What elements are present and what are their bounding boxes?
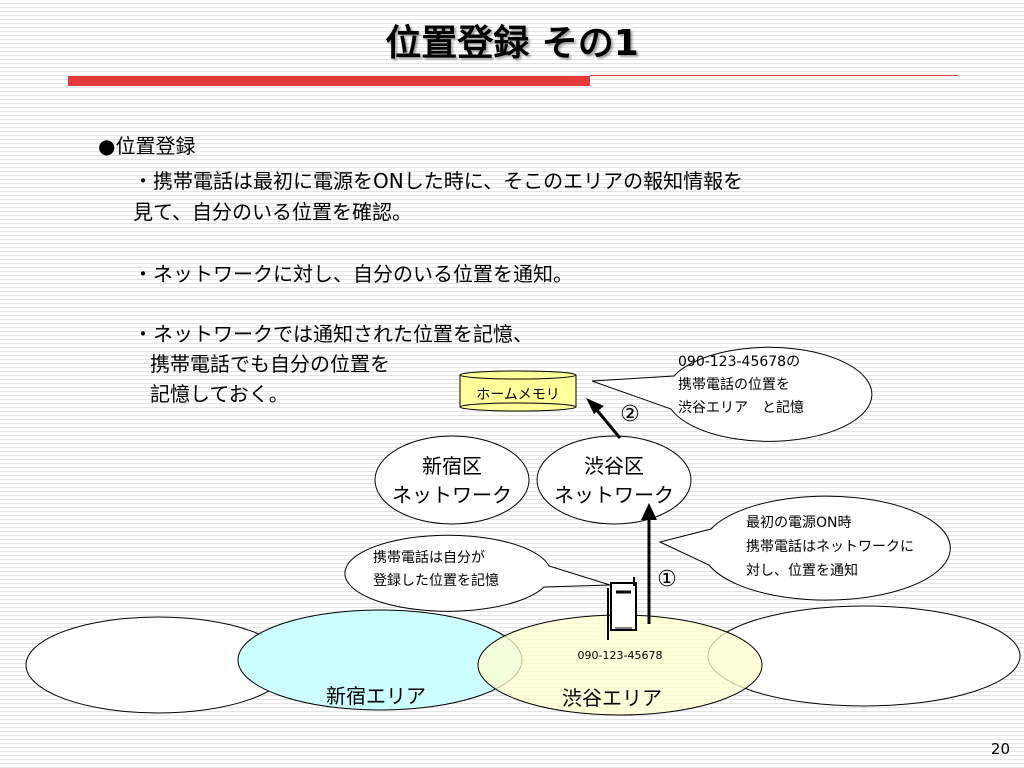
- body-line-6: 記憶しておく。: [150, 382, 289, 406]
- body-line-1: ・携帯電話は最初に電源をONした時に、そこのエリアの報知情報を: [133, 169, 744, 193]
- shibuya-area-label: 渋谷エリア: [562, 686, 662, 710]
- home-memory-label: ホームメモリ: [476, 387, 560, 403]
- slide-title: 位置登録 その1: [385, 23, 639, 64]
- title-accent-bar: [68, 76, 590, 86]
- power-on-callout-line1: 最初の電源ON時: [746, 514, 852, 531]
- step2-marker: ②: [620, 402, 640, 427]
- shinjuku-network-label-line2: ネットワーク: [392, 483, 512, 507]
- home-memory-callout-line3: 渋谷エリア と記憶: [678, 399, 804, 416]
- shinjuku-network-node: [374, 435, 530, 525]
- phone-memory-callout-line1: 携帯電話は自分が: [373, 549, 485, 566]
- home-memory-cylinder: ホームメモリ: [459, 370, 577, 412]
- shibuya-network-label-line1: 渋谷区: [584, 454, 644, 478]
- step1-marker: ①: [657, 567, 677, 592]
- body-line-4: ・ネットワークでは通知された位置を記憶、: [133, 322, 533, 346]
- home-memory-callout: 090-123-45678の 携帯電話の位置を 渋谷エリア と記憶: [591, 346, 873, 442]
- body-line-3: ・ネットワークに対し、自分のいる位置を通知。: [133, 262, 573, 286]
- power-on-callout-line2: 携帯電話はネットワークに: [746, 538, 914, 555]
- step1-arrowhead: [641, 503, 657, 520]
- shinjuku-area-label: 新宿エリア: [326, 684, 426, 708]
- shinjuku-network-label-line1: 新宿区: [422, 454, 482, 478]
- body-line-2: 見て、自分のいる位置を確認。: [133, 200, 412, 224]
- title-underline: [590, 75, 958, 76]
- power-on-callout-line3: 対し、位置を通知: [746, 562, 858, 579]
- phone-memory-callout-line2: 登録した位置を記憶: [373, 572, 499, 589]
- shibuya-network-label-line2: ネットワーク: [554, 483, 674, 507]
- page-number: 20: [990, 740, 1010, 758]
- step2-arrowhead: [586, 398, 604, 414]
- step2-arrow: [594, 408, 622, 439]
- mobile-phone-icon: [607, 577, 637, 640]
- home-memory-callout-line1: 090-123-45678の: [678, 354, 800, 370]
- bullet-heading: ●位置登録: [98, 134, 196, 158]
- power-on-callout: 最初の電源ON時 携帯電話はネットワークに 対し、位置を通知: [658, 495, 951, 601]
- shibuya-network-node: [536, 435, 692, 525]
- home-memory-callout-line2: 携帯電話の位置を: [678, 376, 790, 393]
- phone-number-label: 090-123-45678: [578, 649, 663, 662]
- body-line-5: 携帯電話でも自分の位置を: [150, 352, 390, 376]
- phone-memory-callout: 携帯電話は自分が 登録した位置を記憶: [344, 534, 611, 612]
